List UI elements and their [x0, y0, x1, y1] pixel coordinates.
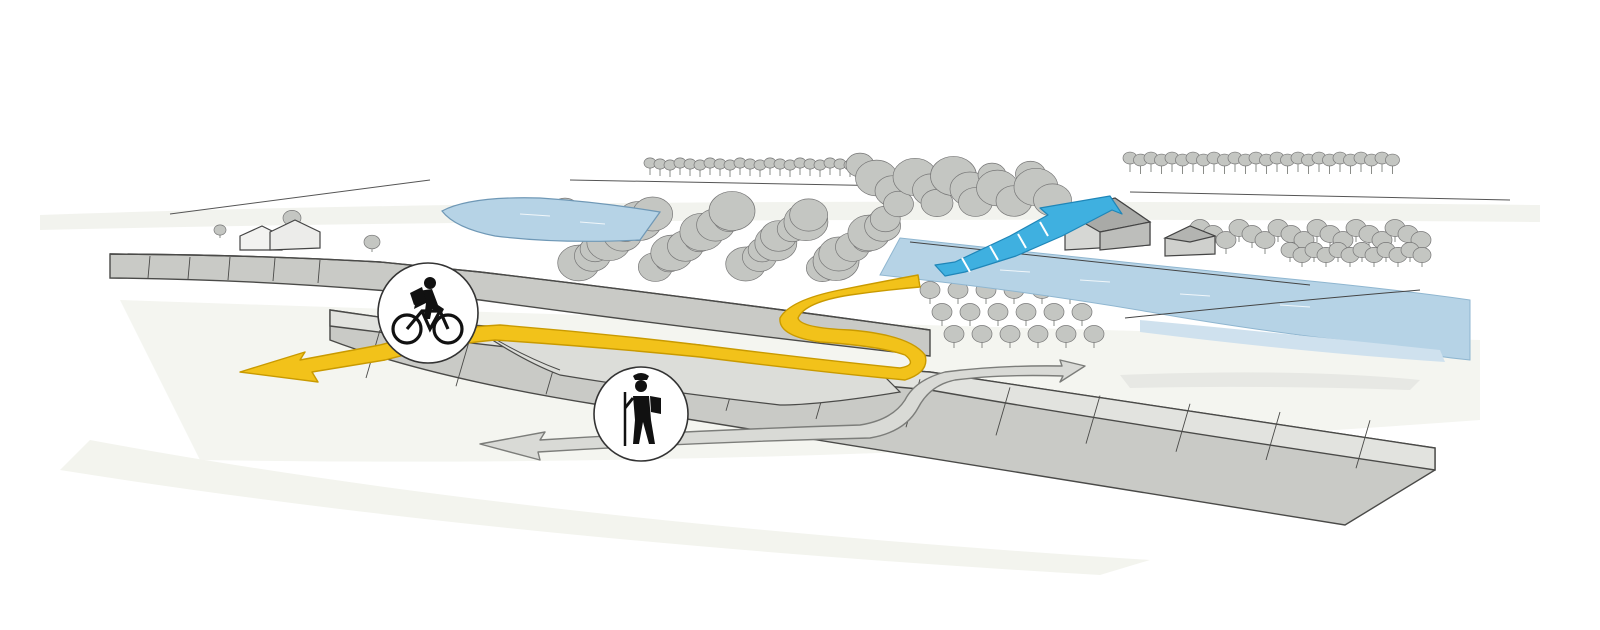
dike-tick — [1085, 395, 1101, 444]
tree — [733, 157, 747, 175]
tree — [743, 158, 757, 176]
bike-route — [239, 274, 927, 383]
tree — [959, 303, 981, 326]
tree — [1055, 325, 1077, 348]
tree — [1071, 303, 1093, 326]
tree — [713, 158, 727, 176]
tree — [693, 159, 707, 177]
tree — [883, 190, 914, 218]
tree — [753, 159, 767, 177]
dike-tick — [455, 338, 471, 387]
river — [441, 197, 1471, 362]
tree — [1154, 153, 1169, 174]
cyclist-icon — [377, 262, 479, 364]
tree — [683, 158, 697, 176]
tree — [833, 158, 847, 176]
hiker-icon — [593, 366, 689, 462]
tree — [987, 303, 1009, 326]
tree — [783, 159, 797, 177]
tree — [763, 157, 777, 175]
tree — [643, 157, 657, 175]
dike-tick — [1175, 403, 1191, 452]
dike-tick — [995, 387, 1011, 436]
horizon-lines — [169, 179, 1511, 215]
tree — [1412, 247, 1432, 267]
tree — [653, 158, 667, 176]
tree — [999, 325, 1021, 348]
tree-rows — [213, 151, 1432, 348]
tree — [673, 157, 687, 175]
tree — [1027, 325, 1049, 348]
tree — [789, 198, 828, 232]
tree — [971, 325, 993, 348]
dike-tick — [1355, 420, 1371, 469]
tree — [1254, 231, 1276, 254]
tree — [943, 325, 965, 348]
tree — [703, 157, 717, 175]
tree — [823, 157, 837, 175]
tree — [793, 157, 807, 175]
tree — [773, 158, 787, 176]
tree — [1015, 303, 1037, 326]
tree — [1215, 231, 1237, 254]
tree — [803, 158, 817, 176]
tree — [1083, 325, 1105, 348]
tree — [1043, 303, 1065, 326]
tree — [1385, 153, 1400, 174]
tree — [213, 224, 227, 238]
tree — [708, 191, 756, 231]
tree — [363, 234, 381, 252]
tree — [931, 303, 953, 326]
tree — [663, 159, 677, 177]
tree — [919, 281, 941, 304]
dike-tick — [1265, 411, 1281, 461]
water-route — [934, 195, 1123, 277]
